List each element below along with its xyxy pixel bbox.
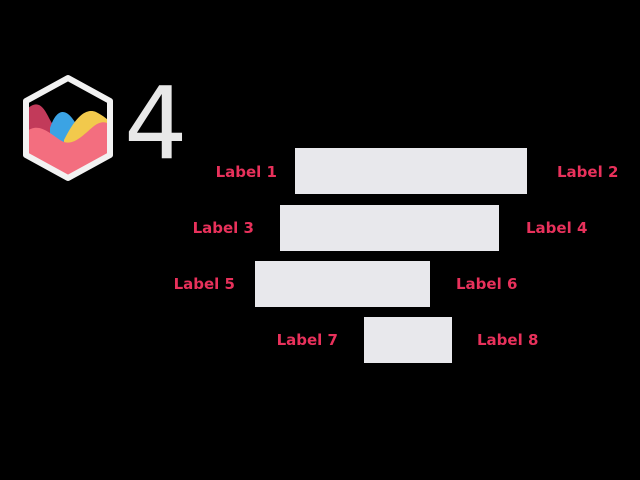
version-number: 4 — [124, 65, 188, 182]
bar-row-4 — [364, 317, 452, 363]
bar-row-3 — [255, 261, 430, 307]
bar-row-1-left-label: Label 1 — [215, 163, 277, 181]
bar-row-3-right-label: Label 6 — [456, 275, 518, 293]
bar-row-2-right-label: Label 4 — [526, 219, 588, 237]
bar-row-2 — [280, 205, 499, 251]
bar-row-1-right-label: Label 2 — [557, 163, 619, 181]
bar-row-1 — [295, 148, 527, 194]
bar-row-4-right-label: Label 8 — [477, 331, 539, 349]
chartjs-logo-icon — [23, 75, 113, 181]
bar-row-4-left-label: Label 7 — [276, 331, 338, 349]
bar-row-2-left-label: Label 3 — [192, 219, 254, 237]
bar-row-3-left-label: Label 5 — [173, 275, 235, 293]
